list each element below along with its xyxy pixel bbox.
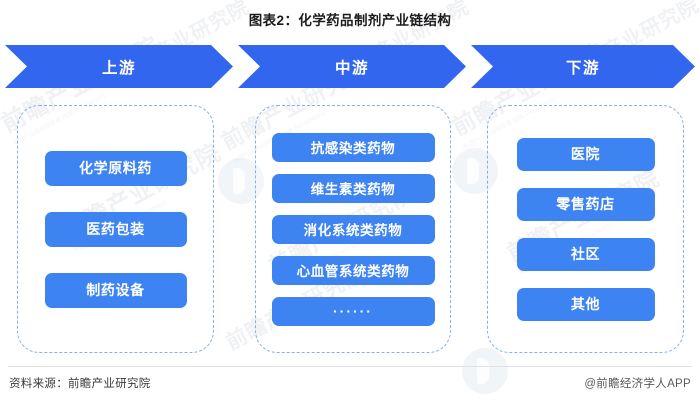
- list-item[interactable]: 心血管系统类药物: [271, 255, 435, 285]
- column-midstream: 抗感染类药物 维生素类药物 消化系统类药物 心血管系统类药物 ······: [255, 105, 451, 353]
- stage-columns: 化学原料药 医药包装 制药设备 抗感染类药物 维生素类药物 消化系统类药物 心血…: [0, 105, 700, 353]
- stage-banner-label: 下游: [565, 59, 600, 77]
- stage-banner-upstream[interactable]: 上游: [5, 45, 233, 88]
- list-item[interactable]: 零售药店: [516, 187, 655, 221]
- page-title: 图表2：化学药品制剂产业链结构: [248, 13, 452, 28]
- list-item[interactable]: 医院: [516, 137, 655, 171]
- stage-banner-midstream[interactable]: 中游: [238, 45, 466, 88]
- watermark-logo-icon: [462, 348, 508, 394]
- column-downstream: 医院 零售药店 社区 其他: [487, 105, 684, 353]
- list-item[interactable]: 化学原料药: [44, 150, 187, 186]
- footer-divider: [8, 366, 692, 367]
- stage-banner-label: 上游: [101, 59, 136, 77]
- list-item[interactable]: 维生素类药物: [271, 173, 435, 203]
- list-item[interactable]: 其他: [516, 287, 655, 321]
- stage-banner-label: 中游: [334, 59, 369, 77]
- list-item[interactable]: 社区: [516, 237, 655, 271]
- list-item[interactable]: 消化系统类药物: [271, 214, 435, 244]
- stage-banner-row: 上游 中游 下游: [5, 45, 695, 88]
- list-item[interactable]: 抗感染类药物: [271, 132, 435, 162]
- column-upstream: 化学原料药 医药包装 制药设备: [17, 105, 214, 353]
- list-item-ellipsis[interactable]: ······: [271, 296, 435, 326]
- list-item[interactable]: 制药设备: [44, 272, 187, 308]
- stage-banner-downstream[interactable]: 下游: [471, 45, 695, 88]
- brand-note: @前瞻经济学人APP: [584, 378, 691, 390]
- source-note: 资料来源：前瞻产业研究院: [9, 378, 151, 390]
- list-item[interactable]: 医药包装: [44, 211, 187, 247]
